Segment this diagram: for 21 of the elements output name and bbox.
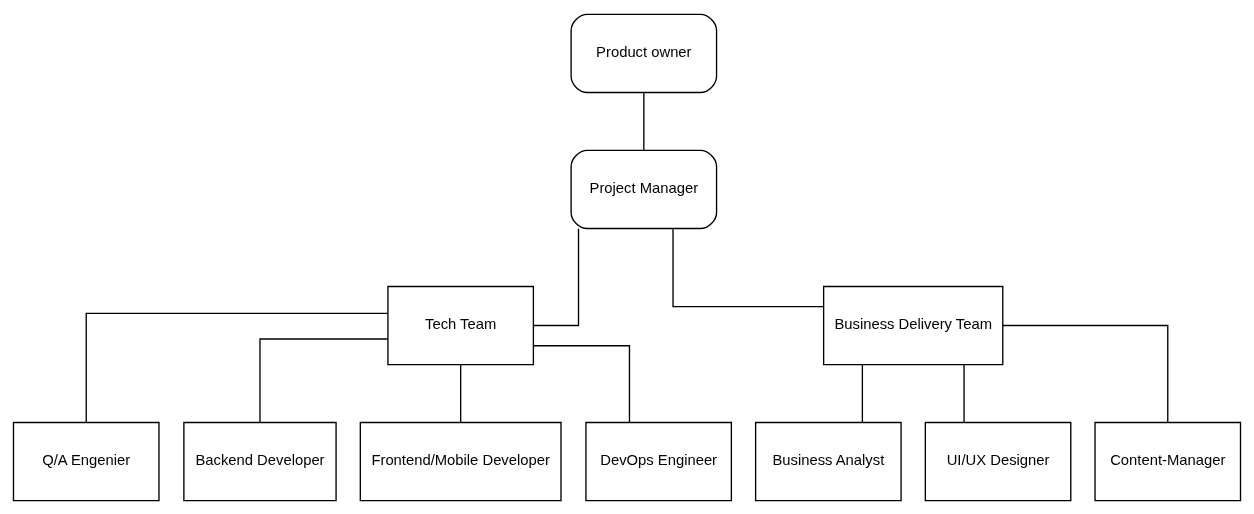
- connector: [963, 363, 965, 423]
- connector: [259, 337, 389, 423]
- connector: [85, 312, 389, 423]
- node-box: Project Manager: [570, 149, 718, 229]
- node-box: Business Analyst: [754, 421, 902, 501]
- node-box: Product owner: [570, 13, 718, 93]
- node-box: Frontend/Mobile Developer: [359, 421, 562, 501]
- node-box: Tech Team: [387, 285, 535, 365]
- node-box: Q/A Engenier: [12, 421, 160, 501]
- node-box: DevOps Engineer: [585, 421, 733, 501]
- node-box: Content-Manager: [1094, 421, 1242, 501]
- connector: [533, 344, 631, 423]
- connector: [460, 363, 462, 423]
- connector: [643, 91, 645, 151]
- connector: [1002, 324, 1169, 423]
- connector: [861, 363, 864, 423]
- connector: [672, 227, 825, 307]
- node-box: UI/UX Designer: [924, 421, 1072, 501]
- connector: [533, 227, 580, 326]
- node-box: Business Delivery Team: [822, 285, 1004, 365]
- node-box: Backend Developer: [183, 421, 337, 501]
